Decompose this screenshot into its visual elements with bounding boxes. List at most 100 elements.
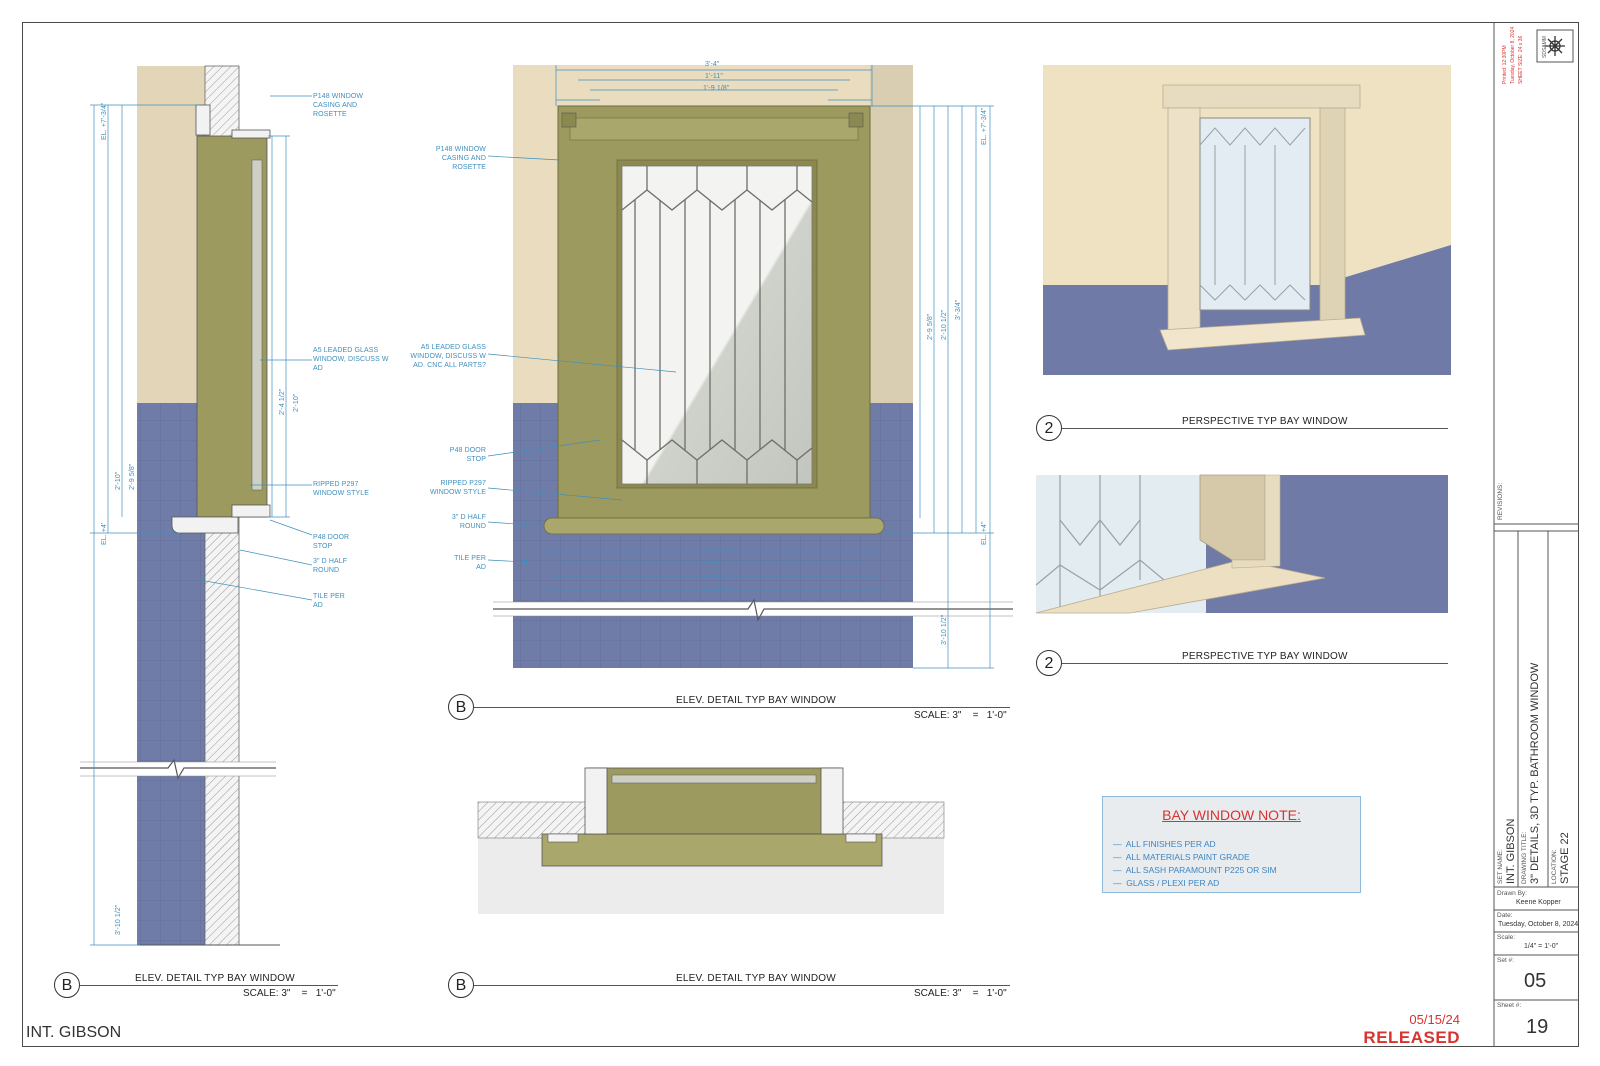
plan-section-view: [477, 767, 945, 914]
break-band-left: [80, 762, 276, 776]
note-item-3: — ALL SASH PARAMOUNT P225 OR SIM: [1113, 865, 1277, 875]
plan-wall-left: [477, 801, 589, 839]
dim-elev-top-left: EL. +7'-3/4": [101, 102, 108, 140]
note-item-2: — ALL MATERIALS PAINT GRADE: [1113, 852, 1250, 862]
scale-value: 1/4" = 1'-0": [1524, 943, 1559, 950]
dim-elev-sill-center: EL. +4": [981, 521, 988, 545]
view-bubble-left: B: [54, 972, 80, 998]
date-value: Tuesday, October 8, 2024: [1498, 921, 1579, 928]
callout-tile-left: TILE PER AD: [313, 593, 345, 609]
view-bubble-persp-bottom: 2: [1036, 650, 1062, 676]
plan-sill: [541, 833, 883, 867]
note-item-1: — ALL FINISHES PER AD: [1113, 839, 1216, 849]
center-dimension-lines: [487, 65, 994, 669]
release-date: 05/15/24: [1409, 1012, 1460, 1027]
view-title-persp-top: PERSPECTIVE TYP BAY WINDOW: [1182, 416, 1348, 427]
plan-wall-right: [839, 801, 945, 839]
view-bubble-persp-top: 2: [1036, 415, 1062, 441]
break-band-center: [493, 602, 1013, 616]
view-title-line-plan: [474, 985, 1010, 986]
sheet-number-value: 19: [1526, 1016, 1549, 1038]
callout-door-stop-center: P48 DOOR STOP: [449, 447, 486, 463]
view-title-line-center: [474, 707, 1010, 708]
title-block-frame: [1493, 22, 1579, 1047]
casing-profile-top: [195, 104, 211, 136]
location-value: STAGE 22: [1559, 832, 1571, 884]
leaded-came-pattern: [621, 166, 813, 484]
callout-door-stop-left: P48 DOOR STOP: [313, 534, 350, 550]
bay-window-note: BAY WINDOW NOTE: — ALL FINISHES PER AD —…: [1102, 796, 1361, 893]
dim-elev-top-center: EL. +7'-3/4": [981, 107, 988, 145]
note-title: BAY WINDOW NOTE:: [1162, 807, 1301, 823]
dim-bottom-4: 2'-6 1/2": [703, 587, 730, 594]
callout-half-round-left: 3" D HALF ROUND: [313, 558, 348, 574]
view-title-line-persp-top: [1062, 428, 1448, 429]
view-scale-plan: SCALE: 3" = 1'-0": [914, 988, 1007, 999]
view-title-left: ELEV. DETAIL TYP BAY WINDOW: [135, 973, 295, 984]
sill-stop: [231, 504, 271, 518]
perspective-top-view: [1043, 65, 1451, 375]
view-title-center: ELEV. DETAIL TYP BAY WINDOW: [676, 695, 836, 706]
sill-profile: [171, 516, 239, 534]
callout-half-round-center: 3" D HALF ROUND: [451, 514, 486, 530]
plan-glass: [611, 774, 817, 784]
dim-top-overall: 3'-4": [705, 61, 720, 68]
print-stamp-line-1: Printed: 12:30PM: [1502, 45, 1508, 84]
callout-leaded-glass-center: A5 LEADED GLASS WINDOW, DISCUSS W AD. CN…: [410, 344, 486, 369]
view-title-plan: ELEV. DETAIL TYP BAY WINDOW: [676, 973, 836, 984]
left-section-view: [80, 65, 313, 946]
scale-label: Scale:: [1497, 934, 1516, 941]
dim-right-3: 3'-3/4": [955, 299, 962, 320]
project-name-footer: INT. GIBSON: [26, 1024, 122, 1041]
view-scale-center: SCALE: 3" = 1'-0": [914, 710, 1007, 721]
revisions-label: REVISIONS:: [1497, 482, 1504, 520]
dim-elev-sill-left: EL. +4': [101, 522, 108, 545]
rosette-right: [848, 112, 864, 128]
print-stamp-line-2: Tuesday, October 8, 2024: [1510, 26, 1516, 84]
view-title-line-persp-bottom: [1062, 663, 1448, 664]
drawing-title-value: 3" DETAILS, 3D TYP. BATHROOM WINDOW: [1529, 662, 1541, 884]
dim-left-3: 2'-10": [293, 393, 300, 412]
break-line-center: [493, 598, 1013, 622]
dim-right-1: 2'-9 5/8": [927, 313, 934, 340]
dim-left-2: 2'-9 5/8": [129, 463, 136, 490]
dim-bottom-3: 2'-5 1/2": [703, 573, 730, 580]
dim-top-inner: 1'-9 1/8": [703, 85, 730, 92]
sheet-number-label: Sheet #:: [1497, 1002, 1522, 1009]
callout-casing-rosette-left: P148 WINDOW CASING AND ROSETTE: [313, 93, 364, 118]
persp2-sill: [1035, 559, 1326, 614]
callout-ripped-style-left: RIPPED P297 WINDOW STYLE: [313, 481, 370, 497]
view-bubble-plan: B: [448, 972, 474, 998]
union-label: SDSAMM: [1542, 36, 1548, 58]
center-elevation-view: [487, 65, 1013, 669]
left-dimension-lines: [90, 95, 313, 946]
set-name-label: SET NAME:: [1497, 849, 1504, 884]
date-label: Date:: [1497, 912, 1513, 919]
break-line-left: [80, 758, 276, 780]
release-status: RELEASED: [1363, 1028, 1460, 1047]
drawing-title-label: DRAWING TITLE:: [1521, 831, 1528, 884]
view-scale-left: SCALE: 3" = 1'-0": [243, 988, 336, 999]
dim-right-2: 2'-10 1/2": [941, 309, 948, 340]
head-stop: [231, 129, 271, 139]
callout-leaded-glass-left: A5 LEADED GLASS WINDOW, DISCUSS W AD: [313, 347, 389, 372]
dim-left-5: 3'-10 1/2": [115, 904, 122, 935]
note-item-4: — GLASS / PLEXI PER AD: [1113, 878, 1220, 888]
union-logo-icon: [1545, 36, 1565, 56]
persp-glass: [1199, 117, 1311, 311]
callout-tile-center: TILE PER AD: [454, 555, 486, 571]
drawn-by-label: Drawn By:: [1497, 890, 1527, 897]
perspective-bottom-view: [1035, 474, 1448, 614]
drawn-by-value: Keene Kopper: [1516, 899, 1561, 906]
dim-left-4: 2'-4 1/2": [279, 388, 286, 415]
dim-bottom-2: 2'-4": [705, 559, 720, 566]
view-bubble-center: B: [448, 694, 474, 720]
drawing-sheet-border: [22, 22, 1579, 1047]
set-number-value: 05: [1524, 970, 1547, 992]
glass-section: [251, 159, 263, 491]
location-label: LOCATION:: [1551, 849, 1558, 884]
dim-right-4: 3'-10 1/2": [941, 614, 948, 645]
persp-sill: [1159, 317, 1366, 351]
callout-ripped-style-center: RIPPED P297 WINDOW STYLE: [429, 480, 486, 496]
